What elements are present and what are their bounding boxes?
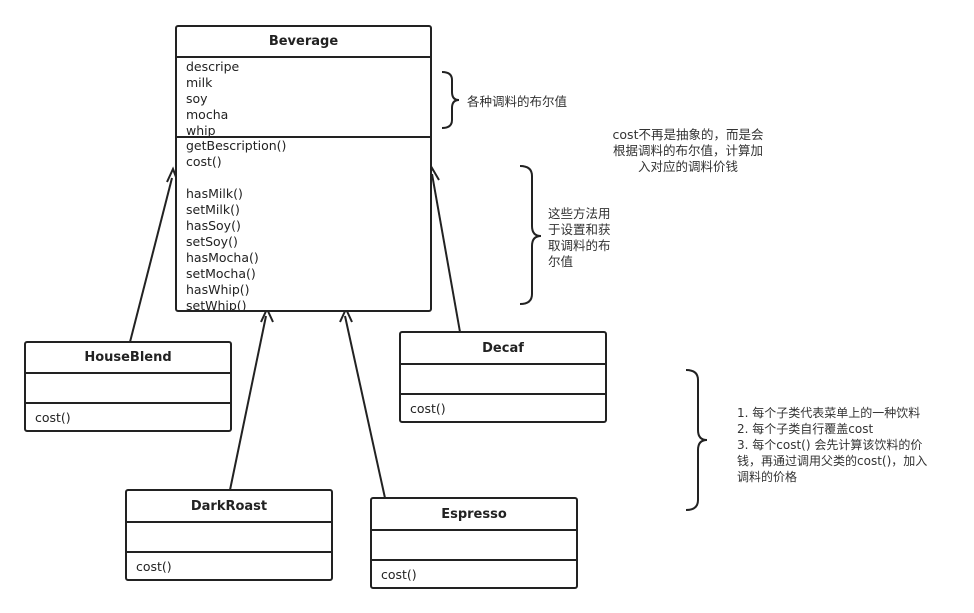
beverage-class[interactable]: Beverage descripe milk soy mocha whip ge… <box>175 25 432 312</box>
darkroast-inheritance-line <box>229 315 267 491</box>
darkroast-attributes <box>127 523 331 553</box>
attribute-whip: whip <box>186 123 216 138</box>
espresso-attributes <box>372 531 576 561</box>
method-haswhip: hasWhip() <box>186 282 250 297</box>
method-setmilk: setMilk() <box>186 202 240 217</box>
beverage-class-name: Beverage <box>177 27 430 58</box>
methods-note: 这些方法用 于设置和获 取调料的布 尔值 <box>548 206 611 270</box>
houseblend-method-cost: cost() <box>35 410 71 425</box>
decaf-method-cost: cost() <box>410 401 446 416</box>
attributes-brace <box>441 71 460 129</box>
method-hasmilk: hasMilk() <box>186 186 243 201</box>
houseblend-class[interactable]: HouseBlend cost() <box>24 341 232 432</box>
darkroast-method-cost: cost() <box>136 559 172 574</box>
method-setmocha: setMocha() <box>186 266 256 281</box>
subclass-note-line-1: 1. 每个子类代表菜单上的一种饮料 <box>737 406 921 420</box>
attribute-milk: milk <box>186 75 213 90</box>
method-spacer <box>177 170 430 186</box>
darkroast-methods: cost() <box>127 553 331 575</box>
method-hasmocha: hasMocha() <box>186 250 259 265</box>
subclass-note-line-3: 3. 每个cost() 会先计算该饮料的价 <box>737 438 923 452</box>
houseblend-attributes <box>26 374 230 404</box>
beverage-attributes: descripe milk soy mocha whip <box>177 58 430 138</box>
espresso-class-name: Espresso <box>372 499 576 531</box>
subclass-note: 1. 每个子类代表菜单上的一种饮料 2. 每个子类自行覆盖cost 3. 每个c… <box>737 405 927 485</box>
attribute-descripe: descripe <box>186 59 240 74</box>
houseblend-methods: cost() <box>26 404 230 426</box>
cost-note-line-3: 入对应的调料价钱 <box>637 159 738 174</box>
cost-note-line-1: cost不再是抽象的，而是会 <box>612 127 764 142</box>
subclass-note-line-4: 钱，再通过调用父类的cost()，加入 <box>737 454 928 468</box>
methods-note-line-2: 于设置和获 <box>548 222 611 237</box>
methods-note-line-1: 这些方法用 <box>548 206 611 221</box>
darkroast-class[interactable]: DarkRoast cost() <box>125 489 333 581</box>
methods-note-line-3: 取调料的布 <box>548 238 611 253</box>
cost-note: cost不再是抽象的，而是会 根据调料的布尔值，计算加 入对应的调料价钱 <box>593 127 783 175</box>
espresso-inheritance-line <box>344 315 386 499</box>
decaf-methods: cost() <box>401 395 605 417</box>
cost-note-line-2: 根据调料的布尔值，计算加 <box>612 143 763 158</box>
method-hassoy: hasSoy() <box>186 218 241 233</box>
beverage-methods: getBescription() cost() hasMilk() setMil… <box>177 138 430 312</box>
espresso-class[interactable]: Espresso cost() <box>370 497 578 589</box>
decaf-class[interactable]: Decaf cost() <box>399 331 607 423</box>
houseblend-class-name: HouseBlend <box>26 343 230 374</box>
decaf-attributes <box>401 365 605 395</box>
decaf-inheritance-line <box>431 173 461 333</box>
houseblend-inheritance-line <box>129 177 173 343</box>
decaf-class-name: Decaf <box>401 333 605 365</box>
methods-note-line-4: 尔值 <box>548 254 574 269</box>
boolean-values-note: 各种调料的布尔值 <box>467 94 568 109</box>
methods-brace <box>519 165 542 305</box>
method-getbescription: getBescription() <box>186 138 287 153</box>
attribute-soy: soy <box>186 91 208 106</box>
method-setwhip: setWhip() <box>186 298 247 312</box>
method-cost: cost() <box>186 154 222 169</box>
attribute-mocha: mocha <box>186 107 229 122</box>
subclass-note-line-5: 调料的价格 <box>737 470 798 484</box>
subclass-brace <box>685 369 708 511</box>
darkroast-class-name: DarkRoast <box>127 491 331 523</box>
espresso-methods: cost() <box>372 561 576 583</box>
subclass-note-line-2: 2. 每个子类自行覆盖cost <box>737 422 874 436</box>
method-setsoy: setSoy() <box>186 234 238 249</box>
espresso-method-cost: cost() <box>381 567 417 582</box>
